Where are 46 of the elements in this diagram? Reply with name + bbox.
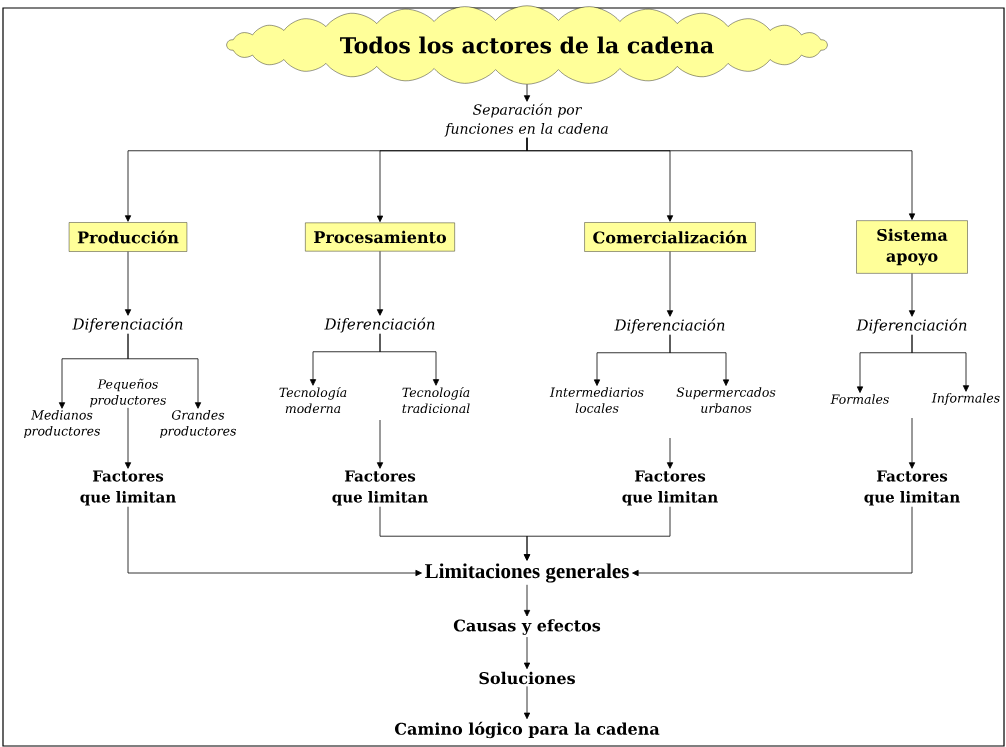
arrow [666,251,674,317]
category-text: Informales [931,392,1000,406]
step-text: Factores que limitan [864,470,960,506]
arrow [523,506,671,561]
step-text: Soluciones [479,671,575,685]
step-text: Diferenciación [72,317,183,333]
category-text: Tecnología tradicional [402,386,470,414]
arrow [124,251,132,316]
arrow [127,333,202,409]
arrow [908,417,916,469]
step-text: Factores que limitan [622,470,718,506]
category-text: Medianos productores [24,409,100,439]
arrow [666,437,674,469]
arrow [526,137,916,220]
function-box: Producción [68,222,188,252]
category-text: Tecnología moderna [279,386,347,414]
category-text: Grandes productores [160,409,236,439]
arrow [523,686,531,720]
step-text: Limitaciones generales [425,563,629,583]
arrow [669,334,730,386]
arrow [124,407,132,469]
arrow [523,84,531,102]
category-text: Intermediarios locales [549,387,644,413]
category-text: Supermercados urbanos [676,387,776,413]
category-text: Formales [830,394,889,404]
arrow [376,251,384,316]
arrow [523,584,531,617]
arrow [379,333,440,386]
arrow [376,419,384,469]
arrow [911,334,970,392]
step-text: Factores que limitan [332,470,428,506]
step-text: Camino lógico para la cadena [395,721,660,739]
category-text: Pequeños productores [90,378,166,408]
function-box: Comercialización [584,222,756,252]
function-box: Sistema apoyo [856,220,968,274]
step-text: Diferenciación [856,318,967,334]
step-text: Diferenciación [324,317,435,333]
step-text: Diferenciación [614,318,725,334]
arrow [523,636,531,670]
arrow [632,506,913,577]
arrow [908,273,916,317]
function-box: Procesamiento [305,222,455,252]
step-text: Separación por funciones en la cadena [444,103,608,137]
step-text: Factores que limitan [80,470,176,506]
step-text: Causas y efectos [453,619,601,635]
arrow [127,506,422,577]
